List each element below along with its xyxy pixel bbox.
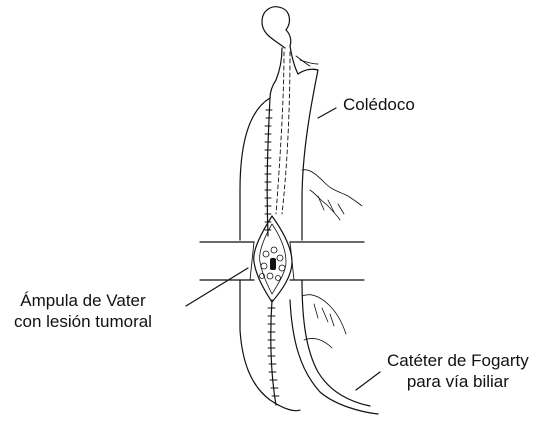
- suture-line-upper: [267, 98, 270, 236]
- gallbladder-shape: [262, 7, 289, 48]
- label-cateter-line2: para vía biliar: [387, 371, 529, 392]
- retractor-left: [200, 242, 254, 280]
- label-cateter: Catéter de Fogarty para vía biliar: [387, 350, 529, 392]
- duodenum-left-wall: [240, 98, 270, 240]
- label-cateter-line1: Catéter de Fogarty: [387, 350, 529, 371]
- leader-coledoco: [318, 108, 336, 118]
- label-ampula-line2: con lesión tumoral: [14, 311, 152, 332]
- retractor-right: [290, 242, 364, 280]
- label-ampula-line1: Ámpula de Vater: [14, 290, 152, 311]
- catheter-tip: [270, 258, 276, 270]
- label-coledoco: Colédoco: [343, 94, 415, 115]
- common-bile-duct: [276, 46, 298, 80]
- leader-cateter: [356, 372, 380, 390]
- pancreas-texture: [302, 170, 362, 348]
- label-ampula: Ámpula de Vater con lesión tumoral: [14, 290, 152, 332]
- label-coledoco-text: Colédoco: [343, 94, 415, 115]
- leader-ampula: [186, 268, 248, 306]
